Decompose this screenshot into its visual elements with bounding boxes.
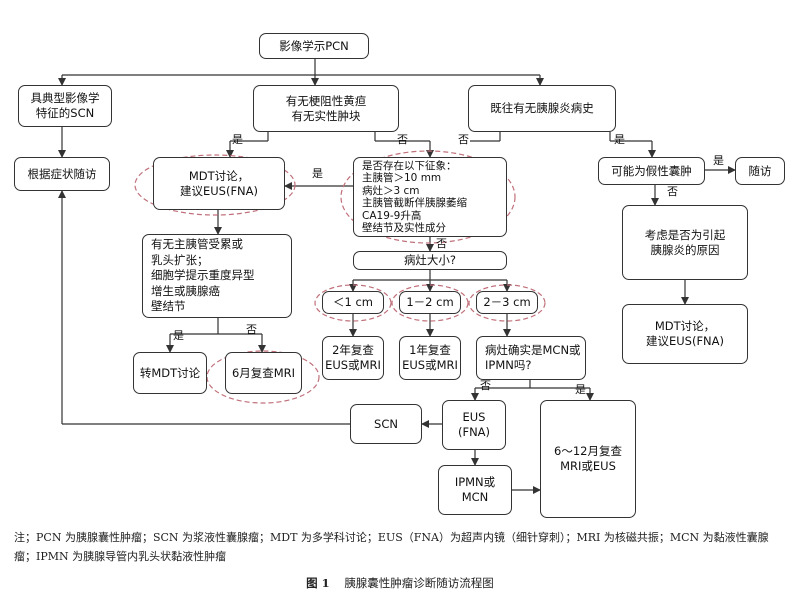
caption-label: 图 1 [306, 576, 330, 590]
edge-label-no: 否 [246, 323, 257, 336]
edge-label-yes: 是 [575, 383, 586, 396]
edge-label-yes: 是 [713, 154, 724, 167]
edge-label-yes: 是 [312, 167, 323, 180]
edge-label-no: 否 [458, 133, 469, 146]
node-symptom-followup: 根据症状随访 [14, 157, 110, 191]
node-typical-scn: 具典型影像学 特征的SCN [18, 85, 112, 127]
footnote: 注；PCN 为胰腺囊性肿瘤；SCN 为浆液性囊腺瘤；MDT 为多学科讨论；EUS… [14, 531, 769, 563]
edge-label-no: 否 [480, 379, 491, 392]
node-warning-features: 是否存在以下征象： 主胰管＞10 mm 病灶＞3 cm 主胰管截断伴胰腺萎缩 C… [353, 157, 507, 237]
caption-title: 胰腺囊性肿瘤诊断随访流程图 [344, 576, 494, 590]
node-followup-1y: 1年复查 EUS或MRI [399, 336, 461, 380]
edge-label-yes: 是 [173, 329, 184, 342]
node-mdt-eus-2: MDT讨论， 建议EUS(FNA) [622, 304, 748, 364]
node-recheck-6-12m: 6～12月复查 MRI或EUS [540, 400, 636, 518]
edge-label-yes: 是 [232, 133, 243, 146]
node-transfer-mdt: 转MDT讨论 [133, 352, 207, 394]
node-followup-2y: 2年复查 EUS或MRI [322, 336, 384, 380]
node-pancreatitis-history: 既往有无胰腺炎病史 [468, 85, 616, 132]
node-pancreatitis-cause: 考虑是否为引起 胰腺炎的原因 [622, 205, 748, 280]
node-lesion-size: 病灶大小? [353, 251, 507, 270]
figure-caption: 图 1 胰腺囊性肿瘤诊断随访流程图 [0, 575, 800, 591]
node-size-2-3: 2－3 cm [476, 291, 538, 314]
edge-label-no: 否 [667, 185, 678, 198]
node-scn: SCN [350, 404, 422, 444]
node-mri-6m: 6月复查MRI [225, 352, 302, 394]
node-pcn: 影像学示PCN [259, 33, 369, 59]
node-jaundice-mass: 有无梗阻性黄疸 有无实性肿块 [253, 85, 399, 132]
edge-label-no: 否 [397, 133, 408, 146]
node-size-lt1: ＜1 cm [322, 291, 384, 314]
node-eus-fna: EUS (FNA) [442, 400, 506, 450]
node-mdt-eus: MDT讨论， 建议EUS(FNA) [153, 157, 285, 210]
node-pseudocyst: 可能为假性囊肿 [598, 157, 705, 185]
node-mcn-ipmn-question: 病灶确实是MCN或 IPMN吗? [476, 336, 586, 380]
node-ipmn-mcn: IPMN或 MCN [438, 465, 512, 515]
node-followup: 随访 [735, 157, 785, 185]
edge-label-yes: 是 [614, 133, 625, 146]
edge-label-no: 否 [436, 237, 447, 250]
node-duct-dilation: 有无主胰管受累或 乳头扩张； 细胞学提示重度异型 增生或胰腺癌 壁结节 [142, 234, 292, 318]
node-size-1-2: 1－2 cm [399, 291, 461, 314]
